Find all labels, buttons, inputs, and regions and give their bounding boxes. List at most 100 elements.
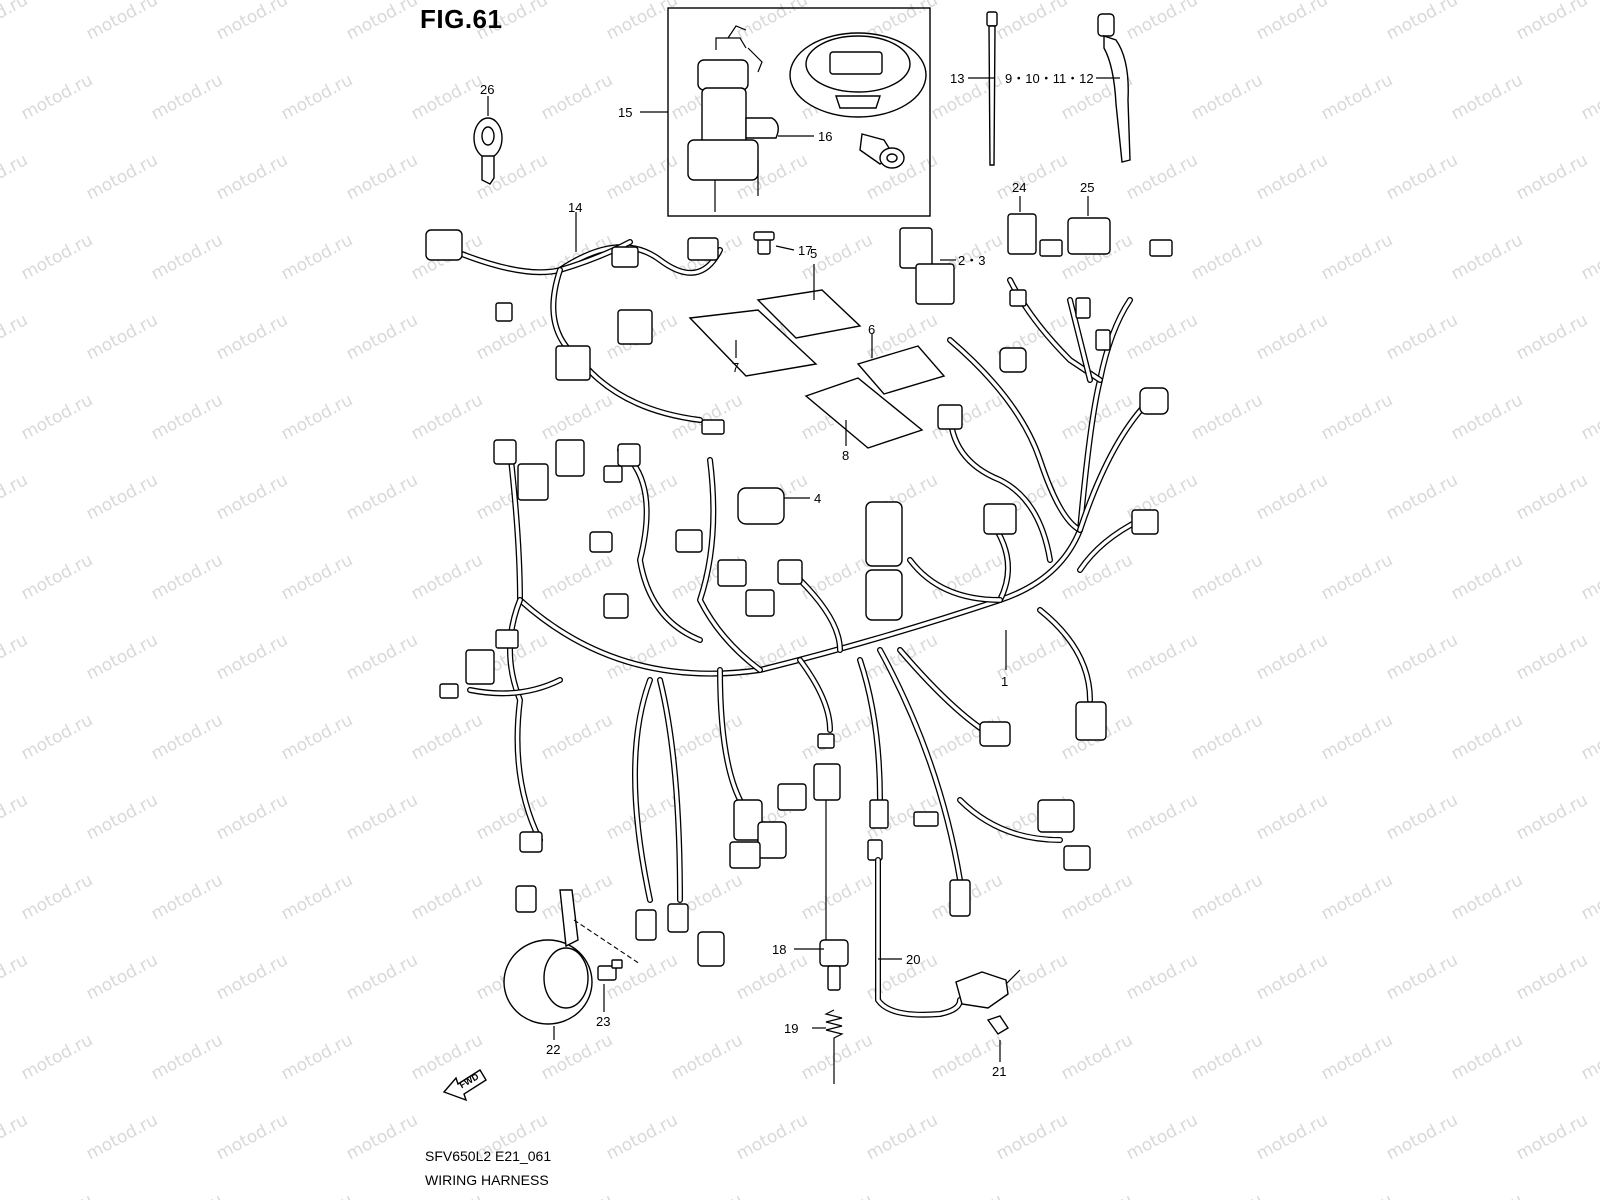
watermark-text: motod.ru [213,0,291,44]
watermark-text: motod.ru [18,550,96,604]
callout-1: 1 [1001,674,1008,689]
watermark-text: motod.ru [1578,1030,1600,1084]
watermark-text: motod.ru [1058,870,1136,924]
watermark-text: motod.ru [408,870,486,924]
callouts: 1 2・3 4 5 6 7 8 9・10・11・12 13 14 15 16 1… [480,71,1094,1079]
watermark-text: motod.ru [278,1030,356,1084]
watermark-text: motod.ru [993,1110,1071,1164]
callout-13: 13 [950,71,964,86]
callout-22: 22 [546,1042,560,1057]
callout-19: 19 [784,1021,798,1036]
watermark-text: motod.ru [1513,630,1591,684]
watermark-text: motod.ru [343,150,421,204]
watermark-text: motod.ru [733,950,811,1004]
watermark-text: motod.ru [538,1190,616,1200]
watermark-text: motod.ru [1253,0,1331,44]
figure-title: FIG.61 [420,4,503,34]
watermark-text: motod.ru [83,790,161,844]
watermark-text: motod.ru [278,70,356,124]
watermark-text: motod.ru [1123,950,1201,1004]
watermark-text: motod.ru [408,390,486,444]
watermark-text: motod.ru [408,1190,486,1200]
watermark-text: motod.ru [1058,1030,1136,1084]
brake-switch [819,800,849,991]
watermark-text: motod.ru [1513,1110,1591,1164]
watermark-text: motod.ru [148,70,226,124]
watermark-text: motod.ru [83,150,161,204]
watermark-text: motod.ru [83,1110,161,1164]
watermark-text: motod.ru [668,1030,746,1084]
watermark-text: motod.ru [1318,390,1396,444]
watermark-text: motod.ru [1123,0,1201,44]
watermark-text: motod.ru [993,150,1071,204]
watermark-text: motod.ru [278,390,356,444]
watermark-text: motod.ru [1448,710,1526,764]
watermark-text: motod.ru [343,310,421,364]
watermark-text: motod.ru [668,1190,746,1200]
watermark-text: motod.ru [1513,310,1591,364]
watermark-text: motod.ru [408,550,486,604]
watermark-text: motod.ru [538,1030,616,1084]
watermark-text: motod.ru [538,710,616,764]
cable-tie-large [1097,13,1131,163]
watermark-text: motod.ru [83,950,161,1004]
watermark-text: motod.ru [1253,150,1331,204]
watermark-text: motod.ru [603,1110,681,1164]
watermark-text: motod.ru [1318,1190,1396,1200]
callout-6: 6 [868,322,875,337]
watermark-text: motod.ru [1578,390,1600,444]
callout-23: 23 [596,1014,610,1029]
watermark-text: motod.ru [343,630,421,684]
watermark-text: motod.ru [1578,1190,1600,1200]
label-8 [804,377,924,449]
watermark-text: motod.ru [1383,150,1461,204]
watermark-text: motod.ru [213,790,291,844]
watermark-text: motod.ru [343,0,421,44]
callout-25: 25 [1080,180,1094,195]
watermark-text: motod.ru [1383,470,1461,524]
horn [503,889,641,1025]
watermark-text: motod.ru [1318,870,1396,924]
watermark-text: motod.ru [18,1190,96,1200]
figure-name: WIRING HARNESS [425,1172,549,1188]
watermark-text: motod.ru [1188,1190,1266,1200]
key [473,117,503,185]
watermark-text: motod.ru [1383,950,1461,1004]
connectors [425,229,1173,967]
watermark-text: motod.ru [18,390,96,444]
watermark-text: motod.ru [0,1110,31,1164]
watermark-text: motod.ru [1513,950,1591,1004]
watermark-text: motod.ru [1253,630,1331,684]
watermark-text: motod.ru [1318,70,1396,124]
watermark-text: motod.ru [213,470,291,524]
watermark-text: motod.ru [1058,1190,1136,1200]
watermark-text: motod.ru [603,150,681,204]
watermark-text: motod.ru [148,230,226,284]
watermark-text: motod.ru [1188,1030,1266,1084]
watermark-text: motod.ru [1058,550,1136,604]
watermark-text: motod.ru [0,310,31,364]
watermark-text: motod.ru [213,950,291,1004]
watermark-text: motod.ru [343,950,421,1004]
watermark-text: motod.ru [863,950,941,1004]
watermark-text: motod.ru [993,0,1071,44]
watermark-text: motod.ru [1448,70,1526,124]
watermark-text: motod.ru [1188,70,1266,124]
watermark-text: motod.ru [1448,870,1526,924]
callout-26: 26 [480,82,494,97]
callout-21: 21 [992,1064,1006,1079]
watermark-text: motod.ru [668,710,746,764]
watermark-text: motod.ru [1578,230,1600,284]
relay-25 [1067,217,1111,255]
watermark-text: motod.ru [538,70,616,124]
watermark-text: motod.ru [798,1030,876,1084]
watermark-text: motod.ru [83,630,161,684]
relay [737,487,785,525]
watermark-text: motod.ru [148,870,226,924]
label-5 [756,289,862,339]
watermark-text: motod.ru [1188,710,1266,764]
watermark-text: motod.ru [1253,310,1331,364]
watermark-text: motod.ru [213,310,291,364]
side-stand-switch [875,857,1021,1035]
